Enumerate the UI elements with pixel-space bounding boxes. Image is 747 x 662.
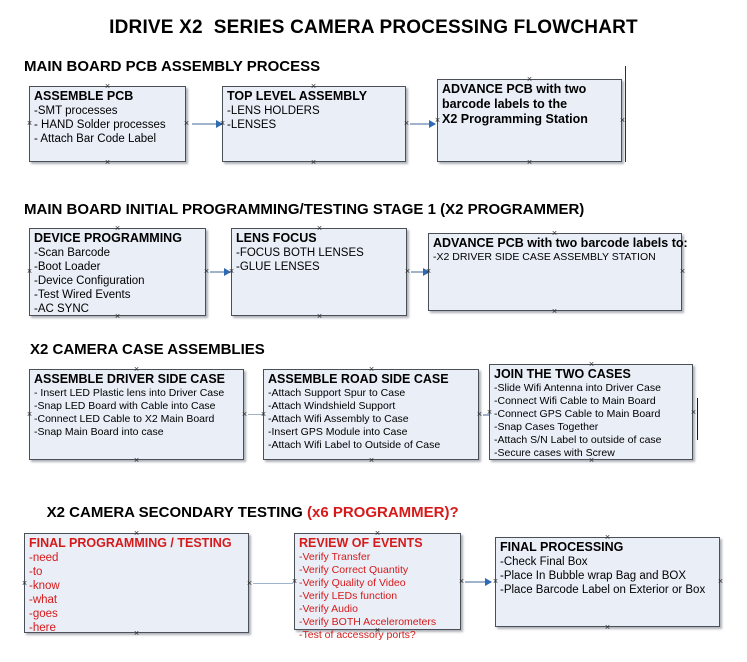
section-heading-x2-camera-secondary-testing: X2 CAMERA SECONDARY TESTING (x6 PROGRAMM…	[30, 487, 459, 538]
box-line: -LENS HOLDERS	[227, 105, 320, 117]
connector-arrow	[192, 120, 223, 128]
box-line: -AC SYNC	[34, 303, 89, 315]
box-title: ASSEMBLE DRIVER SIDE CASE	[34, 372, 226, 386]
box-line-overflow: -Test of accessory ports?	[299, 629, 416, 641]
box-line: -Attach S/N Label to outside of case	[494, 434, 662, 446]
box-title: FINAL PROGRAMMING / TESTING	[29, 536, 232, 550]
connector-arrow	[465, 578, 492, 586]
box-line: -LENSES	[227, 119, 277, 131]
flow-box-lens-focus[interactable]: LENS FOCUS -FOCUS BOTH LENSES -GLUE LENS…	[231, 228, 407, 316]
flow-box-assemble-driver-side-case[interactable]: ASSEMBLE DRIVER SIDE CASE - Insert LED P…	[29, 369, 244, 460]
connector-arrow	[410, 120, 436, 128]
box-line: -know	[29, 580, 60, 592]
box-line: -Attach Support Spur to Case	[268, 387, 406, 399]
section-heading-main-board-pcb-assembly-process: MAIN BOARD PCB ASSEMBLY PROCESS	[24, 58, 321, 75]
connector-arrow	[210, 268, 231, 276]
box-line: -Device Configuration	[34, 275, 145, 287]
arrowhead-icon	[216, 120, 223, 128]
box-line: -Verify LEDs function	[299, 590, 398, 602]
guide-line	[697, 398, 698, 440]
section-heading-x2-camera-case-assemblies: X2 CAMERA CASE ASSEMBLIES	[30, 341, 265, 358]
box-line: X2 Programming Station	[442, 112, 588, 126]
box-title: ASSEMBLE ROAD SIDE CASE	[268, 372, 449, 386]
box-line: -Verify Audio	[299, 603, 358, 615]
box-line: -Attach Wifi Label to Outside of Case	[268, 439, 441, 451]
box-line: -SMT processes	[34, 105, 118, 117]
box-title: TOP LEVEL ASSEMBLY	[227, 89, 368, 103]
flow-box-top-level-assembly[interactable]: TOP LEVEL ASSEMBLY -LENS HOLDERS -LENSES	[222, 86, 406, 162]
box-line: - HAND Solder processes	[34, 119, 166, 131]
flow-box-review-of-events[interactable]: REVIEW OF EVENTS -Verify Transfer -Verif…	[294, 533, 461, 641]
box-line: -Test Wired Events	[34, 289, 131, 301]
flow-box-join-the-two-cases[interactable]: JOIN THE TWO CASES -Slide Wifi Antenna i…	[489, 364, 693, 460]
box-line: -Secure cases with Screw	[494, 447, 615, 459]
box-line: -Snap LED Board with Cable into Case	[34, 400, 216, 412]
guide-line	[625, 66, 626, 162]
box-line: -Connect Wifi Cable to Main Board	[494, 395, 656, 407]
box-title: LENS FOCUS	[236, 231, 317, 245]
box-line: -GLUE LENSES	[236, 261, 320, 273]
box-line: -Place Barcode Label on Exterior or Box	[500, 584, 706, 596]
flow-box-assemble-road-side-case[interactable]: ASSEMBLE ROAD SIDE CASE -Attach Support …	[263, 369, 479, 460]
box-line: -here	[29, 622, 56, 634]
arrowhead-icon	[224, 268, 231, 276]
box-line: -Check Final Box	[500, 556, 588, 568]
box-line: -Attach Windshield Support	[268, 400, 396, 412]
section-heading-main-board-initial-programming-testing-stage-1: MAIN BOARD INITIAL PROGRAMMING/TESTING S…	[24, 201, 585, 218]
box-title: ADVANCE PCB with two	[442, 82, 587, 96]
connector-stub	[248, 414, 264, 415]
box-title: REVIEW OF EVENTS	[299, 536, 423, 550]
box-line: -need	[29, 552, 59, 564]
flow-box-advance-pcb-to-x2-programming-station[interactable]: ADVANCE PCB with two barcode labels to t…	[437, 79, 622, 162]
box-line: -Connect LED Cable to X2 Main Board	[34, 413, 215, 425]
box-line: -Verify BOTH Accelerometers	[299, 616, 437, 628]
page-title: IDRIVE X2 SERIES CAMERA PROCESSING FLOWC…	[109, 17, 638, 38]
box-line: -goes	[29, 608, 58, 620]
box-line: -Boot Loader	[34, 261, 101, 273]
box-line: -to	[29, 566, 43, 578]
box-line: -Verify Correct Quantity	[299, 564, 409, 576]
section-heading-text: X2 CAMERA SECONDARY TESTING	[46, 504, 307, 521]
arrowhead-icon	[429, 120, 436, 128]
box-line: -Scan Barcode	[34, 247, 111, 259]
box-line: -what	[29, 594, 58, 606]
box-line: -Slide Wifi Antenna into Driver Case	[494, 382, 661, 394]
box-line: -Place In Bubble wrap Bag and BOX	[500, 570, 687, 582]
arrowhead-icon	[485, 578, 492, 586]
flow-box-final-processing[interactable]: FINAL PROCESSING -Check Final Box -Place…	[495, 537, 720, 627]
box-line: -Insert GPS Module into Case	[268, 426, 408, 438]
box-line: -Attach Wifi Assembly to Case	[268, 413, 409, 425]
box-title: JOIN THE TWO CASES	[494, 367, 631, 381]
box-title: ASSEMBLE PCB	[34, 89, 134, 103]
box-line: -Verify Quality of Video	[299, 577, 406, 589]
box-title: DEVICE PROGRAMMING	[34, 231, 182, 245]
box-title: FINAL PROCESSING	[500, 540, 624, 554]
connector-stub	[253, 583, 293, 584]
box-line: -FOCUS BOTH LENSES	[236, 247, 364, 259]
box-line: -Connect GPS Cable to Main Board	[494, 408, 661, 420]
box-line: -Snap Main Board into case	[34, 426, 164, 438]
flow-box-assemble-pcb[interactable]: ASSEMBLE PCB -SMT processes - HAND Solde…	[29, 86, 186, 162]
box-line: -Snap Cases Together	[494, 421, 599, 433]
box-line: barcode labels to the	[442, 97, 568, 111]
connector-arrow	[411, 268, 430, 276]
flow-box-device-programming[interactable]: DEVICE PROGRAMMING -Scan Barcode -Boot L…	[29, 228, 206, 316]
box-line: - Insert LED Plastic lens into Driver Ca…	[34, 387, 225, 399]
box-line: - Attach Bar Code Label	[34, 133, 157, 145]
flow-box-final-programming-testing[interactable]: FINAL PROGRAMMING / TESTING -need -to -k…	[24, 533, 249, 634]
box-title: ADVANCE PCB with two barcode labels to:	[433, 236, 688, 250]
flow-box-advance-pcb-to-driver-side-case-assembly[interactable]: ADVANCE PCB with two barcode labels to: …	[428, 233, 688, 311]
arrowhead-icon	[423, 268, 430, 276]
section-heading-note: (x6 PROGRAMMER)?	[306, 504, 459, 521]
box-line: -X2 DRIVER SIDE CASE ASSEMBLY STATION	[433, 251, 656, 263]
box-line: -Verify Transfer	[299, 551, 371, 563]
